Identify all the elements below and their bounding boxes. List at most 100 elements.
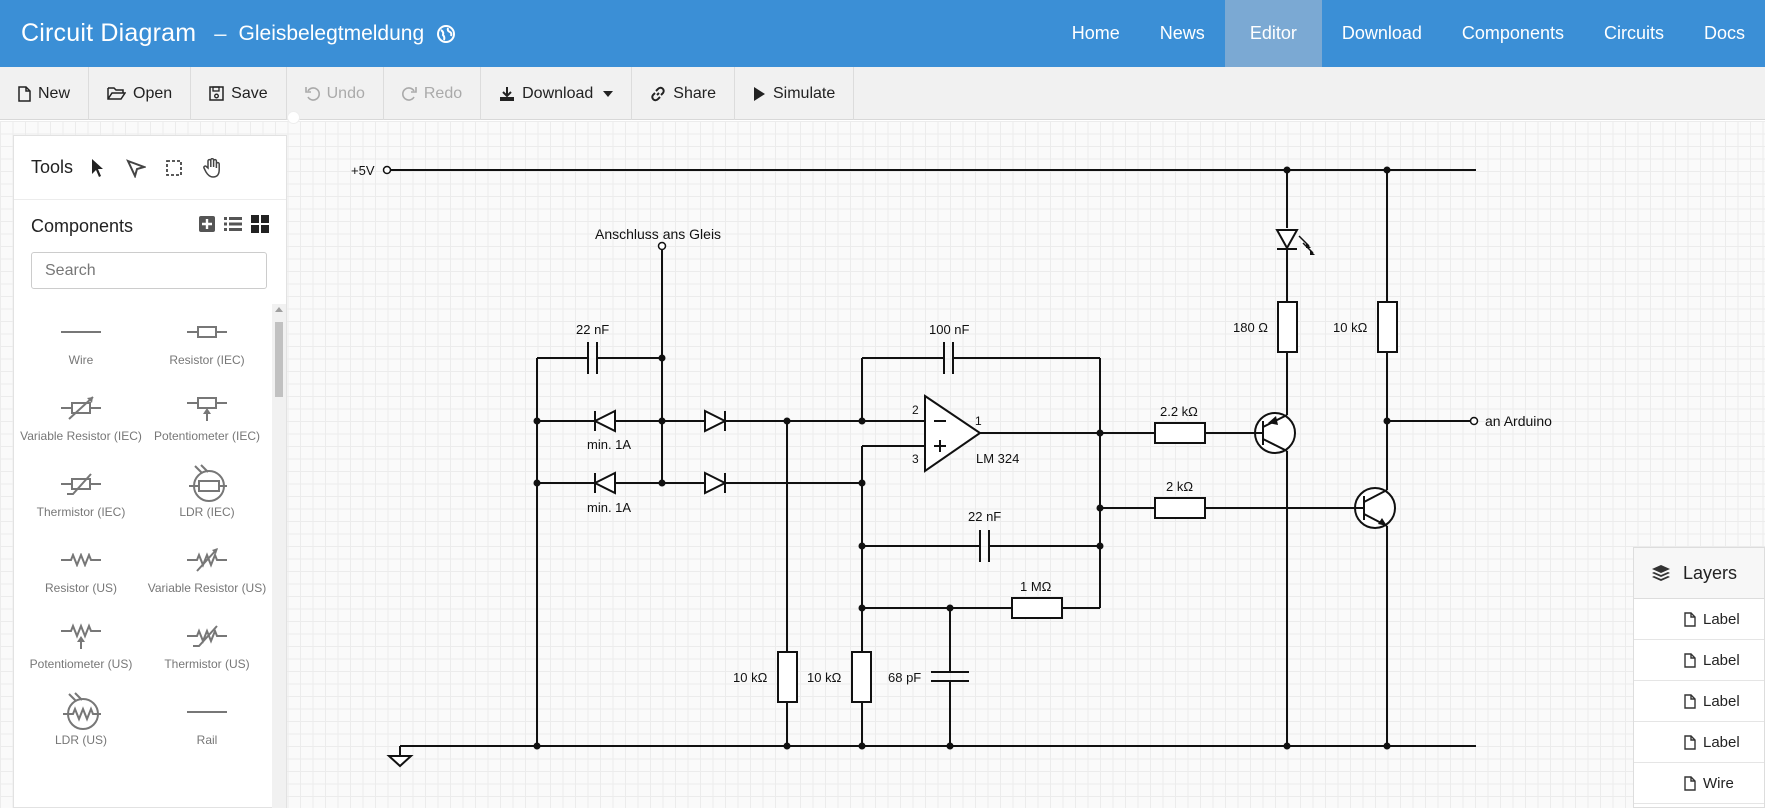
component-ldr-us[interactable]: LDR (US) [18,682,144,758]
document-title[interactable]: Gleisbelegtmeldung [238,21,425,45]
redo-icon [401,87,417,101]
layer-item[interactable]: Label [1634,640,1764,681]
component-ldr-iec[interactable]: LDR (IEC) [144,454,270,530]
nav-components[interactable]: Components [1461,23,1564,43]
download-icon [500,86,515,101]
nav-editor[interactable]: Editor [1224,0,1322,67]
component-scrollbar[interactable] [272,304,286,808]
brand-title[interactable]: Circuit Diagram [21,19,197,47]
component-potentiometer-us[interactable]: Potentiometer (US) [18,606,144,682]
potentiometer-us-icon [51,616,111,656]
resize-handle[interactable] [287,111,300,124]
scroll-up-icon[interactable] [275,307,283,312]
open-label: Open [133,84,173,102]
track-terminal [657,241,667,251]
new-button[interactable]: New [0,67,90,120]
component-potentiometer-iec[interactable]: Potentiometer (IEC) [144,378,270,454]
component-variable-resistor-us[interactable]: Variable Resistor (US) [144,530,270,606]
select-area-icon[interactable] [163,157,185,179]
resistor-r5 [1154,497,1206,519]
layer-item[interactable]: Label [1634,681,1764,722]
save-label: Save [231,84,268,102]
circuit-diagram: +5V Anschluss ans Gleis 22 nF min. 1A [351,163,1552,768]
component-wire[interactable]: Wire [18,302,144,378]
component-name: Potentiometer (US) [29,657,133,671]
layer-item[interactable]: Wire [1634,763,1764,804]
c1-label: 22 nF [576,322,609,337]
drawing-canvas[interactable]: +5V Anschluss ans Gleis 22 nF min. 1A [0,121,1765,808]
junction-dots [533,166,1391,750]
component-name: LDR (US) [54,733,107,747]
layer-item[interactable]: Label [1634,722,1764,763]
diode-d2 [592,471,616,495]
nav-download[interactable]: Download [1341,23,1422,43]
r7-label: 10 kΩ [1333,320,1368,335]
nav-news[interactable]: News [1159,23,1205,43]
variable-resistor-us-icon [177,540,237,580]
resistor-r1 [777,651,798,703]
nav-docs[interactable]: Docs [1703,23,1745,43]
wire-tool-icon[interactable] [125,157,147,179]
r6-label: 180 Ω [1233,320,1268,335]
folder-open-icon [107,87,127,100]
resistor-r2 [851,651,872,703]
file-icon [1684,693,1696,709]
pointer-icon[interactable] [87,157,109,179]
open-button[interactable]: Open [89,67,192,120]
component-search-input[interactable] [31,252,267,289]
components-header: Components [14,200,286,252]
component-name: Potentiometer (IEC) [153,429,261,443]
layer-label: Label [1703,692,1740,710]
r2-label: 10 kΩ [807,670,842,685]
link-icon [651,86,665,101]
ldr-iec-icon [177,464,237,504]
component-rail[interactable]: Rail [144,682,270,758]
grid-view-icon[interactable] [251,214,269,238]
component-thermistor-iec[interactable]: Thermistor (IEC) [18,454,144,530]
component-variable-resistor-iec[interactable]: Variable Resistor (IEC) [18,378,144,454]
diode-d4 [704,471,728,495]
d1-label: min. 1A [587,437,631,452]
save-button[interactable]: Save [191,67,287,120]
component-resistor-us[interactable]: Resistor (US) [18,530,144,606]
scroll-thumb[interactable] [275,322,283,397]
redo-button[interactable]: Redo [384,67,482,120]
variable-resistor-iec-icon [51,388,111,428]
simulate-label: Simulate [772,84,836,102]
hand-icon[interactable] [201,157,223,179]
component-resistor-iec[interactable]: Resistor (IEC) [144,302,270,378]
undo-button[interactable]: Undo [287,67,384,120]
component-name: Thermistor (US) [164,657,250,671]
layer-label: Label [1703,733,1740,751]
wire-icon [51,312,111,352]
layers-panel: Layers Label Label Label Label Wire [1633,547,1765,808]
top-navbar: Circuit Diagram – Gleisbelegtmeldung Hom… [0,0,1765,67]
globe-icon[interactable] [436,24,456,44]
ldr-us-icon [51,692,111,732]
component-name: Wire [68,353,94,367]
c4-label: 68 pF [888,670,921,685]
list-view-icon[interactable] [224,216,242,237]
nav-home[interactable]: Home [1071,23,1120,43]
tools-label: Tools [31,157,74,177]
nav-circuits[interactable]: Circuits [1603,23,1664,43]
layer-item[interactable]: Label [1634,599,1764,640]
thermistor-iec-icon [51,464,111,504]
caret-down-icon [603,90,614,97]
pin1-label: 1 [975,414,982,428]
vcc-label: +5V [351,163,375,178]
pin3-label: 3 [912,452,919,466]
layers-icon [1652,565,1670,581]
add-component-icon[interactable] [199,215,215,237]
diode-d3 [704,409,728,433]
component-name: Resistor (IEC) [169,353,245,367]
download-button[interactable]: Download [481,67,633,120]
rail-icon [177,692,237,732]
simulate-button[interactable]: Simulate [735,67,855,120]
c2-label: 100 nF [929,322,970,337]
undo-label: Undo [326,84,365,102]
share-button[interactable]: Share [632,67,735,120]
component-thermistor-us[interactable]: Thermistor (US) [144,606,270,682]
component-name: Thermistor (IEC) [36,505,126,519]
layers-header[interactable]: Layers [1634,548,1764,599]
